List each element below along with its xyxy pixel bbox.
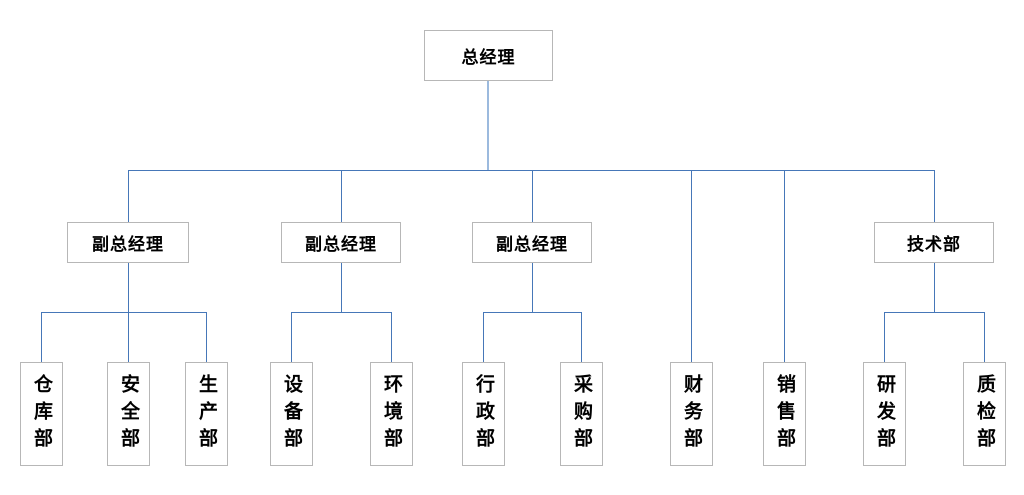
org-node-label: 副总经理	[305, 235, 377, 255]
connector-drop-equipment	[291, 312, 292, 362]
org-node-equipment-dept[interactable]: 设备部	[270, 362, 313, 466]
org-node-technical-dept[interactable]: 技术部	[874, 222, 994, 263]
connector-rail-deputy2	[291, 312, 392, 313]
connector-drop-sales	[784, 170, 785, 362]
connector-drop-safety	[128, 312, 129, 362]
connector-stem-deputy2	[341, 263, 342, 312]
org-node-label: 技术部	[907, 235, 961, 255]
connector-stem-technical	[934, 263, 935, 312]
org-node-label: 设备部	[281, 373, 303, 455]
org-node-deputy-manager-2[interactable]: 副总经理	[281, 222, 401, 263]
org-node-label: 质检部	[974, 373, 996, 455]
connector-stem-deputy1	[128, 263, 129, 312]
connector-drop-purchasing	[581, 312, 582, 362]
connector-drop-environment	[391, 312, 392, 362]
org-node-label: 研发部	[874, 373, 896, 455]
connector-drop-finance	[691, 170, 692, 362]
connector-drop-deputy1	[128, 170, 129, 222]
org-node-safety-dept[interactable]: 安全部	[107, 362, 150, 466]
org-node-label: 仓库部	[31, 373, 53, 455]
connector-drop-quality	[984, 312, 985, 362]
connector-rail-technical	[884, 312, 985, 313]
org-node-label: 副总经理	[92, 235, 164, 255]
org-node-production-dept[interactable]: 生产部	[185, 362, 228, 466]
org-node-label: 财务部	[681, 373, 703, 455]
connector-drop-production	[206, 312, 207, 362]
connector-stem-deputy3	[532, 263, 533, 312]
org-node-deputy-manager-3[interactable]: 副总经理	[472, 222, 592, 263]
org-node-quality-dept[interactable]: 质检部	[963, 362, 1006, 466]
org-node-label: 生产部	[196, 373, 218, 455]
org-node-label: 副总经理	[496, 235, 568, 255]
org-node-label: 总经理	[461, 48, 516, 68]
connector-drop-deputy2	[341, 170, 342, 222]
connector-rail-deputy1	[41, 312, 207, 313]
org-node-label: 环境部	[381, 373, 403, 455]
connector-drop-technical	[934, 170, 935, 222]
org-node-purchasing-dept[interactable]: 采购部	[560, 362, 603, 466]
org-node-finance-dept[interactable]: 财务部	[670, 362, 713, 466]
connector-drop-rnd	[884, 312, 885, 362]
connector-root-drop	[487, 81, 489, 170]
connector-drop-deputy3	[532, 170, 533, 222]
connector-rail-deputy3	[483, 312, 582, 313]
org-node-label: 销售部	[774, 373, 796, 455]
org-node-environment-dept[interactable]: 环境部	[370, 362, 413, 466]
connector-drop-administration	[483, 312, 484, 362]
org-node-deputy-manager-1[interactable]: 副总经理	[67, 222, 189, 263]
org-node-label: 行政部	[473, 373, 495, 455]
org-node-label: 安全部	[118, 373, 140, 455]
org-node-general-manager[interactable]: 总经理	[424, 30, 553, 81]
org-node-label: 采购部	[571, 373, 593, 455]
org-node-administration-dept[interactable]: 行政部	[462, 362, 505, 466]
org-node-rnd-dept[interactable]: 研发部	[863, 362, 906, 466]
connector-drop-warehouse	[41, 312, 42, 362]
org-node-warehouse-dept[interactable]: 仓库部	[20, 362, 63, 466]
org-node-sales-dept[interactable]: 销售部	[763, 362, 806, 466]
connector-main-rail	[128, 170, 935, 171]
